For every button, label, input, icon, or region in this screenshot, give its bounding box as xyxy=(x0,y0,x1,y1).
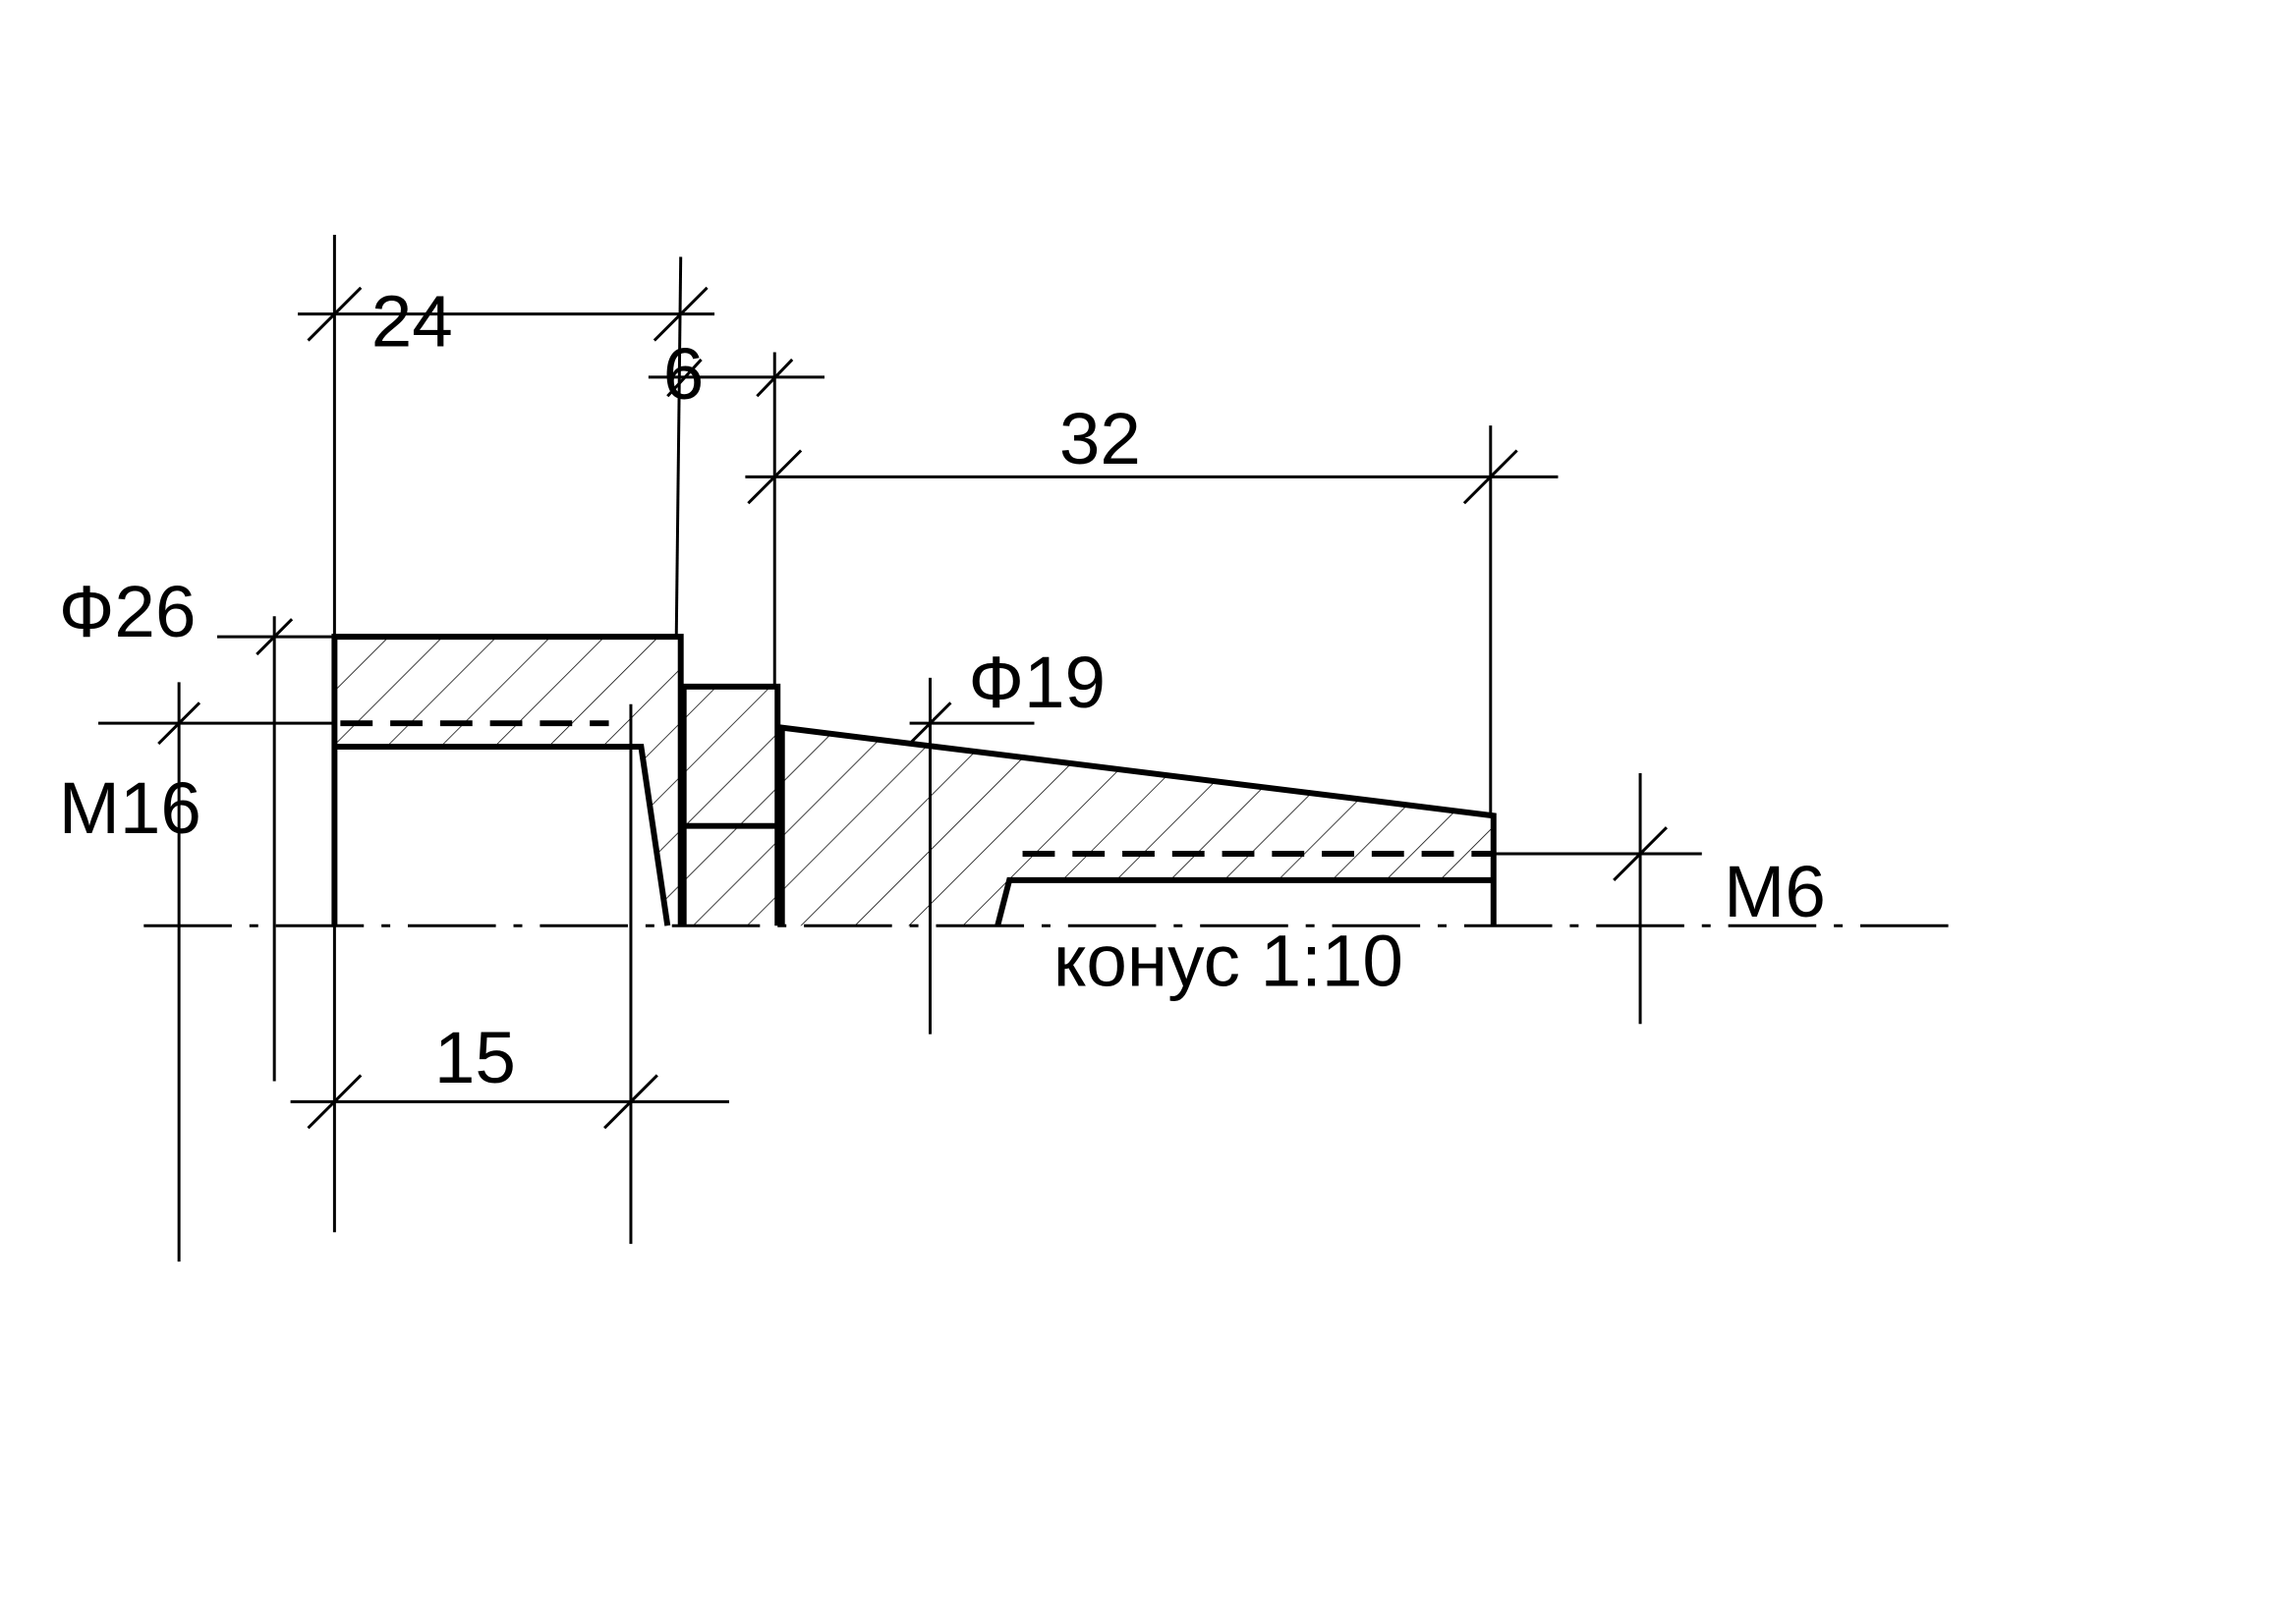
part-outline xyxy=(331,634,1497,926)
dim-label-15: 15 xyxy=(434,1016,516,1098)
dim-label-24: 24 xyxy=(371,280,453,363)
extension-lines xyxy=(177,235,1642,1262)
taper-note: конус 1:10 xyxy=(1053,919,1403,1001)
dim-label-dia19: Ф19 xyxy=(968,641,1106,723)
dim-label-dia26: Ф26 xyxy=(59,570,197,652)
tick-marks xyxy=(157,286,1668,1130)
dim-label-6: 6 xyxy=(663,332,705,415)
hatched-section xyxy=(334,637,1494,926)
dim-label-32: 32 xyxy=(1059,397,1141,479)
dim-label-m16: M16 xyxy=(59,766,201,849)
dim-label-m6: M6 xyxy=(1724,850,1826,932)
